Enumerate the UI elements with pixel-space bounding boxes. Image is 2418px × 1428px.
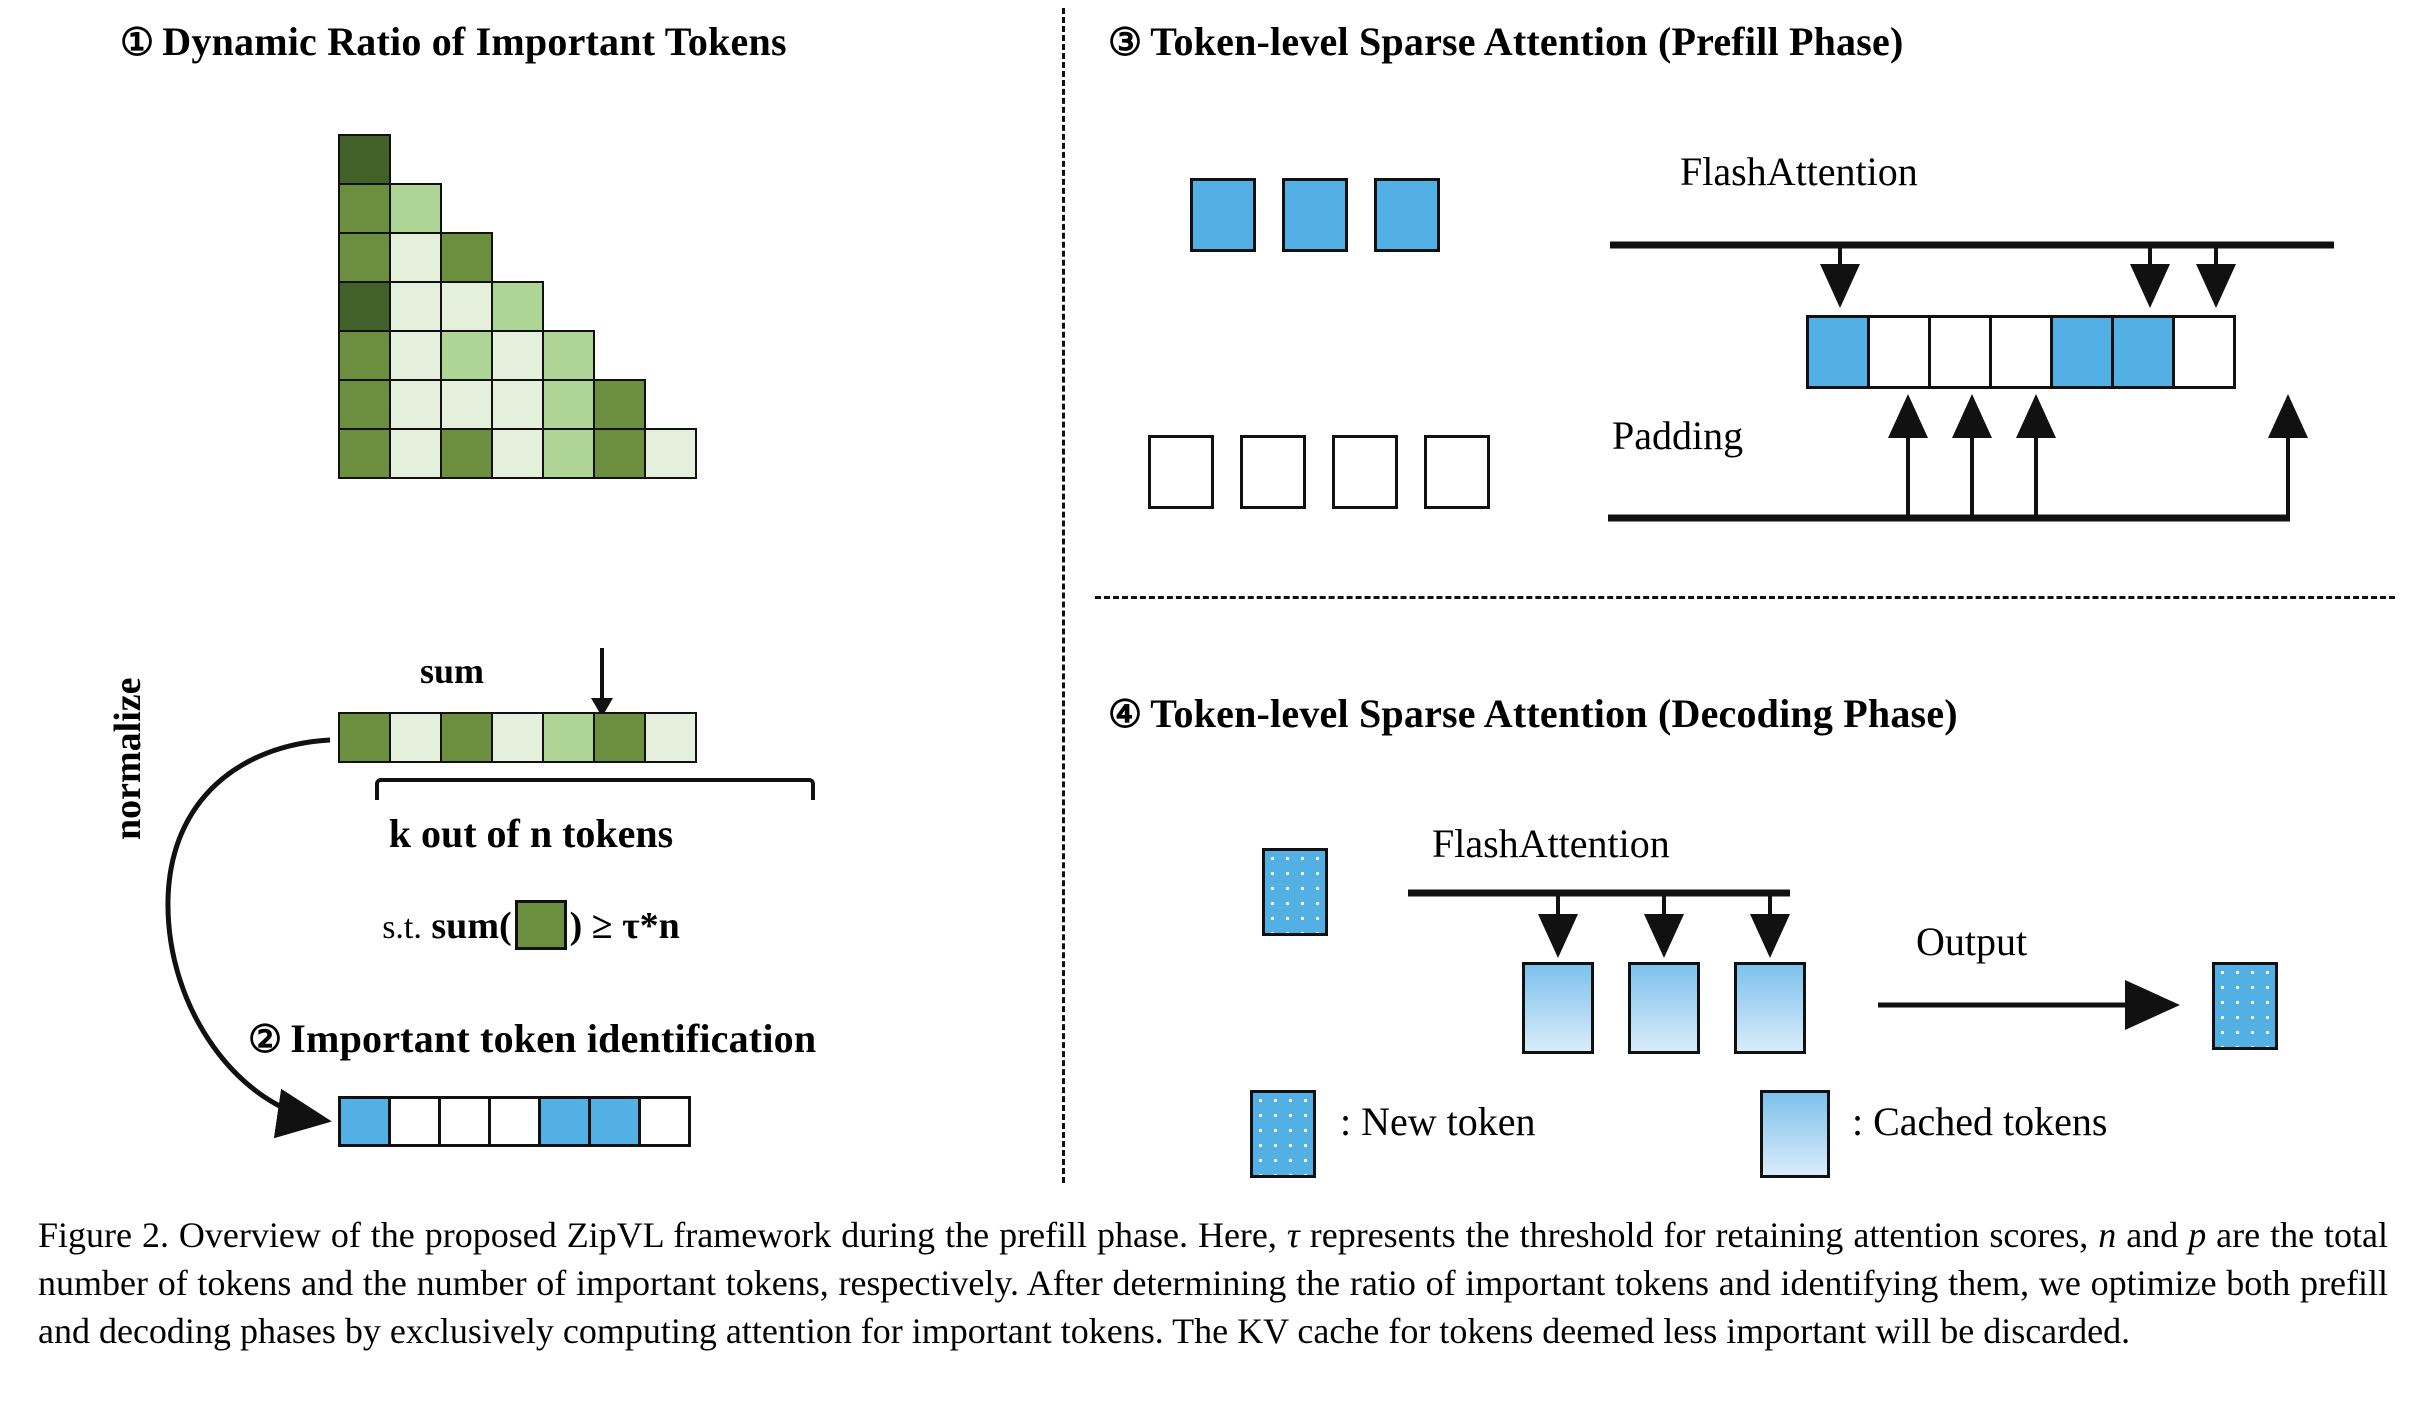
matrix-cell [542, 379, 595, 430]
important-token-cell [538, 1096, 591, 1147]
matrix-cell [389, 183, 442, 234]
panel-2-number: ② [248, 1019, 283, 1061]
matrix-row [338, 330, 695, 381]
matrix-cell [593, 379, 646, 430]
k-tokens-brace [375, 778, 815, 800]
panel-4-title: Token-level Sparse Attention (Decoding P… [1150, 691, 1958, 736]
matrix-row [338, 428, 697, 479]
matrix-row [338, 134, 695, 185]
important-token-row [338, 1096, 691, 1147]
legend-cached-token-swatch [1760, 1090, 1830, 1178]
caption-sym-tau: τ [1286, 1215, 1300, 1255]
legend-new-token-swatch [1250, 1090, 1316, 1178]
legend-new-token-label: : New token [1340, 1099, 1536, 1144]
matrix-cell [338, 183, 391, 234]
matrix-cell [338, 379, 391, 430]
sum-label: sum [420, 651, 485, 691]
panel-1-title: Dynamic Ratio of Important Tokens [162, 19, 787, 64]
prefill-important-block-2 [1282, 178, 1348, 252]
prefill-padding-block-4 [1424, 435, 1490, 509]
matrix-cell [593, 428, 646, 479]
matrix-cell [440, 232, 493, 283]
matrix-row [338, 183, 695, 234]
caption-sym-p: p [2188, 1215, 2207, 1255]
decoding-cached-block-3 [1734, 962, 1806, 1054]
attention-matrix [338, 134, 697, 479]
prefill-important-block-1 [1190, 178, 1256, 252]
figure-caption: Figure 2. Overview of the proposed ZipVL… [38, 1212, 2388, 1356]
caption-sym-n: n [2098, 1215, 2117, 1255]
decoding-output-token-block [2212, 962, 2278, 1050]
matrix-cell [338, 428, 391, 479]
constraint-formula: s.t. sum() ≥ τ*n [0, 900, 1062, 950]
unimportant-token-cell [488, 1096, 541, 1147]
legend-cached-token-label: : Cached tokens [1852, 1099, 2108, 1144]
output-label: Output [1916, 919, 2028, 964]
prefill-padding-cell [2172, 315, 2236, 389]
decoding-flashattention-label: FlashAttention [1432, 821, 1670, 866]
prefill-padding-block-2 [1240, 435, 1306, 509]
constraint-sum-close: ) [569, 905, 583, 947]
matrix-cell [440, 330, 493, 381]
constraint-sum-open: sum( [431, 905, 512, 947]
green-swatch-icon [514, 900, 567, 950]
prefill-padding-cell [1989, 315, 2053, 389]
prefill-padding-block-1 [1148, 435, 1214, 509]
sum-bar [338, 712, 697, 763]
prefill-padding-block-3 [1332, 435, 1398, 509]
sum-bar-cell [644, 712, 697, 763]
prefill-important-cell [2050, 315, 2114, 389]
panel-2-title: Important token identification [290, 1016, 817, 1061]
prefill-important-block-3 [1374, 178, 1440, 252]
padding-label: Padding [1612, 413, 1744, 458]
matrix-cell [440, 428, 493, 479]
caption-text-4: are the total number of tokens and the n… [38, 1215, 2388, 1351]
decoding-cached-block-2 [1628, 962, 1700, 1054]
matrix-cell [389, 379, 442, 430]
matrix-cell [389, 232, 442, 283]
caption-text-2: represents the threshold for retaining a… [1299, 1215, 2099, 1255]
k-out-of-n-label: k out of n tokens [388, 811, 674, 856]
caption-text-1: Overview of the proposed ZipVL framework… [168, 1215, 1287, 1255]
panel-4-number: ④ [1108, 694, 1143, 736]
decoding-new-token-block [1262, 848, 1328, 936]
caption-prefix: Figure 2. [38, 1215, 169, 1255]
unimportant-token-cell [638, 1096, 691, 1147]
panel-3-number: ③ [1108, 22, 1143, 64]
prefill-sequence-row [1806, 315, 2236, 389]
sum-bar-cell [542, 712, 595, 763]
panel-horizontal-divider [1095, 596, 2395, 599]
prefill-flashattention-label: FlashAttention [1680, 149, 1918, 194]
unimportant-token-cell [388, 1096, 441, 1147]
matrix-cell [491, 330, 544, 381]
matrix-cell [491, 428, 544, 479]
constraint-relation: ≥ [591, 905, 613, 947]
matrix-cell [644, 428, 697, 479]
constraint-rhs: τ*n [622, 905, 680, 947]
panel-1-number: ① [120, 22, 155, 64]
matrix-cell [389, 428, 442, 479]
matrix-row [338, 232, 695, 283]
panel-3-title: Token-level Sparse Attention (Prefill Ph… [1150, 19, 1904, 64]
matrix-cell [338, 134, 391, 185]
caption-text-3: and [2116, 1215, 2189, 1255]
constraint-st: s.t. [382, 909, 422, 946]
panel-vertical-divider [1062, 8, 1065, 1183]
decoding-cached-block-1 [1522, 962, 1594, 1054]
